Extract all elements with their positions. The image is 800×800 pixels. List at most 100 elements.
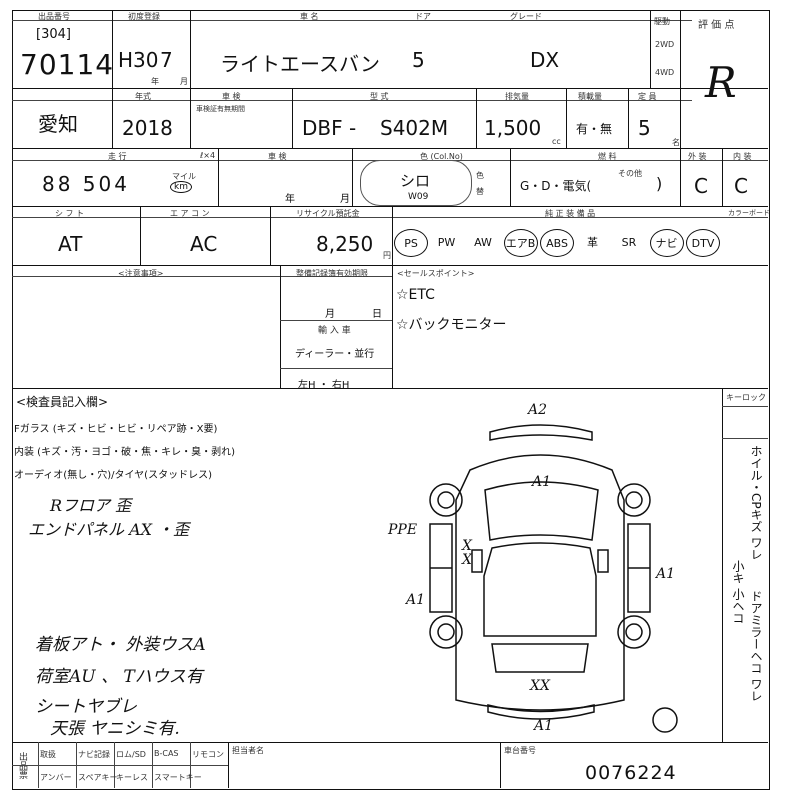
inspection-label: 車 検: [268, 152, 287, 161]
footer-col2-label: アンバー: [40, 773, 72, 782]
hand-note-3: 着板アト・ 外装ウスA: [35, 635, 206, 655]
exterior-value: C: [694, 174, 708, 198]
name-label: 車 名: [300, 12, 319, 21]
equipment-item: 革: [587, 236, 598, 249]
ac-value: AC: [190, 232, 218, 256]
ac-label: エ ア コ ン: [170, 209, 210, 218]
period-label: 車 検: [222, 92, 241, 101]
fuel-other: その他: [618, 169, 642, 178]
inspector-name-label: 担当者名: [232, 746, 264, 755]
recycle-unit: 円: [383, 251, 391, 260]
type-code: S402M: [380, 116, 449, 140]
shift-label: シ フ ト: [55, 209, 85, 218]
import-label: 輸 入 車: [318, 326, 351, 336]
equip-corner: カラーボード: [728, 209, 770, 217]
equipment-item: PS: [394, 229, 428, 257]
lot-label: 出品番号: [38, 12, 70, 21]
mileage-label: 走 行: [108, 152, 127, 161]
import-value: ディーラー・並行: [295, 349, 375, 360]
reg-unit2: 月: [180, 77, 188, 86]
fuel-close: ): [656, 174, 663, 193]
equipment-item: エアB: [503, 229, 538, 257]
equipment-item: PW: [437, 235, 456, 249]
capacity-value: 5: [638, 116, 651, 140]
mileage-extra: ℓ×4: [200, 151, 216, 160]
cc-unit: cc: [552, 137, 561, 146]
sheet-border: [12, 10, 770, 790]
drive-label: 駆動: [654, 17, 670, 26]
side-text-3: ドアミラーヘコ ワレ: [749, 590, 763, 702]
mileage-unit: km: [170, 181, 192, 193]
reg-label: 初度登録: [128, 12, 160, 21]
grade: DX: [530, 48, 560, 72]
transport-value: 有・無: [576, 122, 613, 136]
recycle-label: リサイクル預託金: [296, 209, 360, 218]
mark-ppe: PPE: [387, 522, 417, 538]
mark-xx: XX: [529, 678, 551, 694]
inspection-year: 年: [285, 194, 295, 205]
type-label: 型 式: [370, 92, 389, 101]
color-change-b: 替: [476, 187, 484, 196]
equipment-item: ABS: [540, 229, 574, 257]
mark-a1-hood: A1: [530, 474, 551, 490]
sales-point-1: ☆ETC: [396, 287, 435, 303]
transport-label: 積載量: [578, 92, 602, 101]
equipment-item: SR: [621, 235, 637, 249]
reg-year: H30: [118, 48, 159, 72]
door-label: ドア: [415, 12, 431, 21]
color-bracket: [360, 160, 472, 206]
mark-a1-rear: A1: [532, 718, 553, 734]
reg-unit: 年: [151, 77, 159, 86]
footer-col-label: ナビ記録: [78, 750, 110, 759]
hand-note-4: 荷室AU 、 Tハウス有: [35, 667, 203, 687]
inspector-glass: Fガラス (キズ・ヒビ・ヒビ・リペア跡・X要): [14, 424, 218, 435]
hand-note-6: 天張 ヤニシミ有.: [50, 719, 180, 739]
capacity-label: 定 員: [638, 92, 657, 101]
inspector-interior: 内装 (キズ・汚・ヨゴ・破・焦・キレ・臭・剥れ): [14, 447, 235, 458]
mark-x1: X: [461, 538, 473, 554]
mark-a1-left: A1: [404, 592, 425, 608]
footer-col-label: 取扱: [40, 750, 56, 759]
cert-day: 日: [372, 309, 382, 320]
inspector-audio: オーディオ(無し・穴)/タイヤ(スタッドレス): [14, 470, 212, 481]
cert-label: 整備記録簿有効期限: [296, 269, 368, 278]
mark-x2: X: [461, 552, 473, 568]
car-damage-diagram: A2 A1 PPE X X A1 A1 XX A1: [387, 402, 678, 734]
footer-col2-label: スマートキー: [154, 773, 202, 782]
region: 愛知: [38, 112, 78, 136]
grade-label: グレード: [510, 12, 542, 21]
hand-note-2: エンドパネル AX ・歪: [28, 520, 190, 539]
inspector-title: <検査員記入欄>: [16, 395, 109, 409]
footer-col2-label: スペアキー: [78, 773, 118, 782]
hand-note-5: シートヤブレ: [35, 697, 137, 717]
recycle-value: 8,250: [316, 232, 374, 256]
period-sub: 車検証有無期間: [196, 105, 245, 113]
footer-col2-label: キーレス: [116, 773, 148, 782]
sales-label: <セールスポイント>: [397, 269, 475, 278]
footer-col-label: ロム/SD: [116, 750, 146, 759]
interior-label: 内 装: [733, 152, 752, 161]
mileage-value: 88 504: [42, 172, 130, 196]
footer-side-label: 出品票: [17, 752, 27, 779]
score-label: 評 価 点: [698, 20, 735, 31]
cc-value: 1,500: [484, 116, 542, 140]
mark-a1-right: A1: [654, 566, 675, 582]
keyless-label: キーロック: [726, 393, 766, 402]
equipment-item: AW: [474, 235, 492, 249]
notes-label: <注意事項>: [118, 269, 164, 278]
footer-col-label: リモコン: [192, 750, 224, 759]
fuel-label: 燃 料: [598, 152, 617, 161]
equip-label: 純 正 装 備 品: [545, 209, 596, 218]
mileage-unit-top: マイル: [172, 172, 196, 181]
equipment-item: DTV: [686, 229, 720, 257]
side-text-2: 小キ 小ヘコ: [731, 560, 745, 624]
shift-value: AT: [58, 232, 83, 256]
lot-number: 70114: [20, 48, 115, 81]
side-text-1: ホイル・CPキズ ワレ: [749, 445, 763, 561]
cert-month: 月: [325, 309, 335, 320]
lot-sub: [304]: [36, 27, 71, 42]
vin-label: 車台番号: [504, 746, 536, 755]
score-value: R: [705, 58, 737, 107]
footer-col-label: B-CAS: [154, 749, 179, 758]
cc-label: 排気量: [505, 92, 529, 101]
